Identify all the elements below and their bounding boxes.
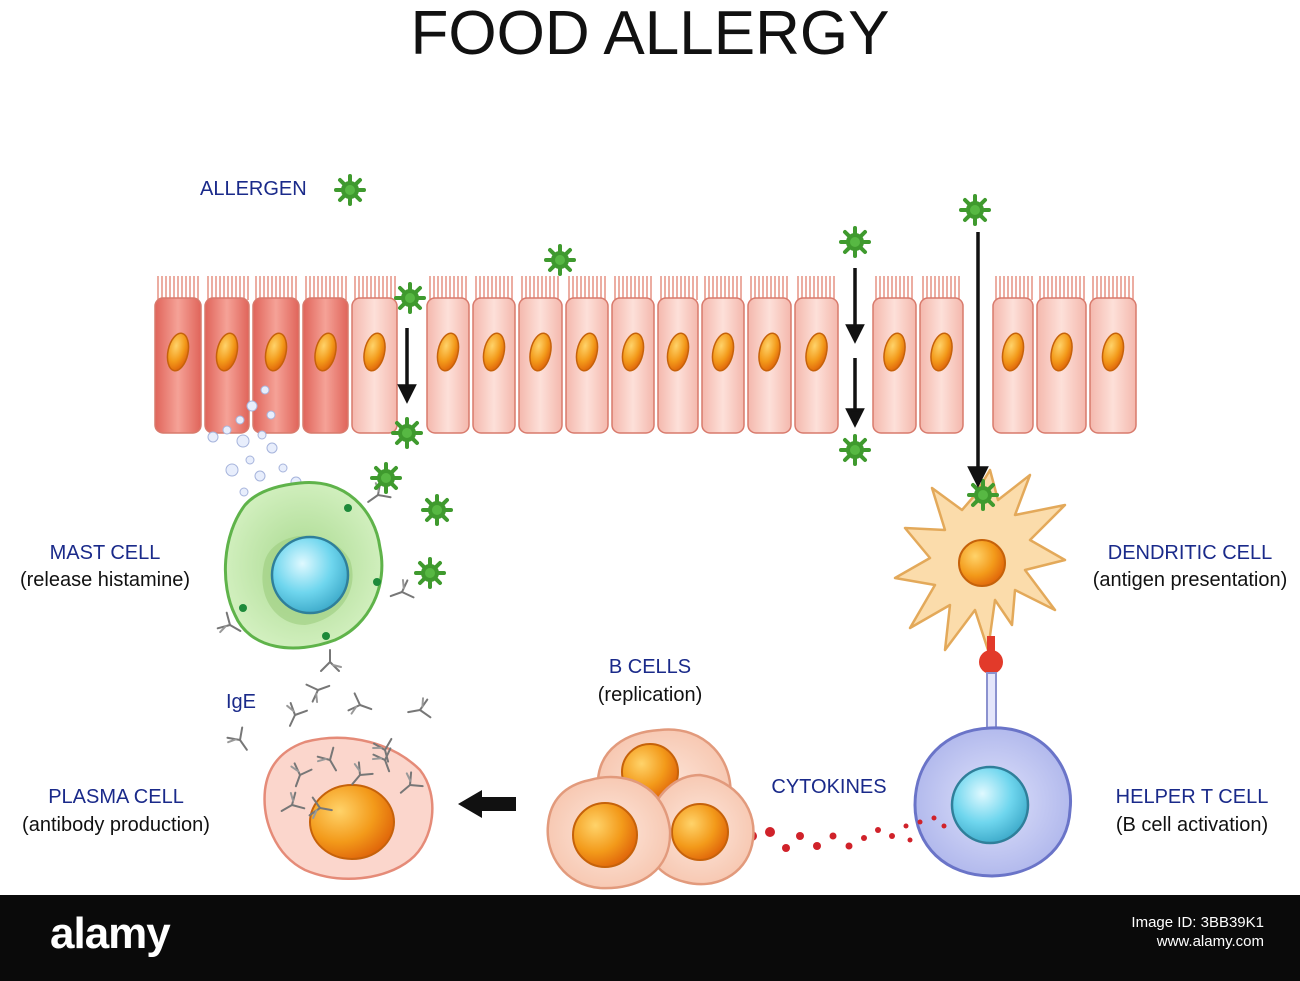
dendritic-cell (893, 468, 1067, 652)
label-ige: IgE (226, 691, 257, 713)
allergen-virus-icon (421, 494, 453, 526)
label-dendritic-cell-sub: (antigen presentation) (1092, 569, 1288, 591)
allergen-virus-icon (394, 282, 426, 314)
epithelial-cell (747, 276, 792, 434)
helper-t-cell (913, 726, 1073, 878)
epithelial-cell (701, 276, 745, 434)
epithelial-cell (611, 276, 655, 434)
label-mast-cell: MAST CELL (49, 542, 161, 564)
epithelial-cell (518, 276, 563, 434)
epithelial-cell (657, 276, 699, 434)
epithelial-cell (252, 276, 300, 434)
epithelial-cell (1036, 276, 1087, 434)
epithelial-cell (154, 276, 202, 434)
image-code: Image ID: 3BB39K1 www.alamy.com (1131, 913, 1264, 951)
epithelium-layer (154, 276, 1137, 434)
mhc-tcr-link (979, 636, 1003, 729)
epithelial-cell (204, 276, 250, 434)
allergen-virus-icon (544, 244, 576, 276)
label-allergen: ALLERGEN (200, 178, 307, 200)
page-title: FOOD ALLERGY (410, 0, 890, 68)
allergen-virus-icon (839, 434, 871, 466)
label-plasma-cell-sub: (antibody production) (22, 814, 210, 836)
b-cells (546, 728, 755, 890)
epithelial-cell (426, 276, 470, 434)
label-dendritic-cell: DENDRITIC CELL (1107, 542, 1273, 564)
epithelial-cell (351, 276, 398, 434)
label-b-cells: B CELLS (608, 656, 692, 678)
pathway-arrows (397, 232, 989, 818)
allergen-virus-icon (414, 557, 446, 589)
epithelial-cell (919, 276, 964, 434)
label-mast-cell-sub: (release histamine) (19, 569, 191, 591)
allergen-virus-icon (839, 226, 871, 258)
epithelial-cell (302, 276, 349, 434)
allergen-virus-icon (370, 462, 402, 494)
epithelial-cell (794, 276, 839, 434)
epithelial-cell (1089, 276, 1137, 434)
label-helper-t-cell-sub: (B cell activation) (1115, 814, 1269, 836)
allergen-virus-icon (334, 174, 366, 206)
label-cytokines: CYTOKINES (771, 776, 887, 798)
food-allergy-diagram (154, 174, 1137, 890)
epithelial-cell (472, 276, 516, 434)
epithelial-cell (872, 276, 917, 434)
label-plasma-cell: PLASMA CELL (48, 786, 184, 808)
image-id: Image ID: 3BB39K1 (1131, 914, 1264, 931)
label-b-cells-sub: (replication) (597, 684, 703, 706)
mast-cell (223, 481, 384, 650)
brand-logo: alamy (50, 909, 171, 958)
watermark-footer: alamy Image ID: 3BB39K1 www.alamy.com (0, 895, 1300, 981)
plasma-cell (263, 736, 434, 880)
epithelial-cell (565, 276, 609, 434)
allergen-virus-icon (391, 417, 423, 449)
site-url: www.alamy.com (1156, 933, 1264, 950)
allergen-virus-icon (967, 479, 999, 511)
allergen-virus-icon (959, 194, 991, 226)
epithelial-cell (992, 276, 1034, 434)
arrow-left-icon (480, 797, 516, 811)
label-helper-t-cell: HELPER T CELL (1115, 786, 1269, 808)
